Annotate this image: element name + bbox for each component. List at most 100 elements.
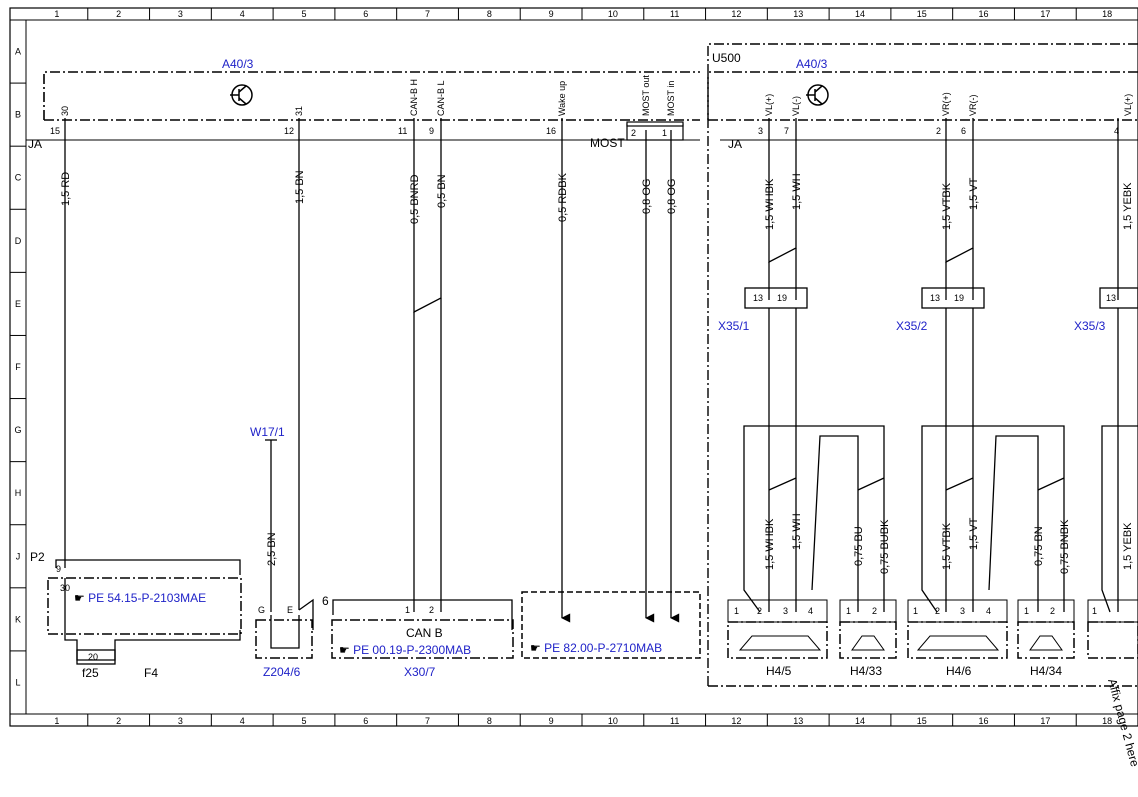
svg-text:2: 2 [1050, 606, 1055, 616]
grid-col-10: 10 [608, 716, 618, 726]
grid-column-labels: 1122334455667788991010111112121313141415… [54, 9, 1112, 726]
label-x30: X30/7 [404, 665, 436, 679]
grid-col-1: 1 [54, 716, 59, 726]
label-x35-2: X35/2 [896, 319, 928, 333]
grid-col-16: 16 [979, 716, 989, 726]
grid-row-G: G [14, 425, 21, 435]
label-most: MOST [590, 136, 625, 150]
grid-col-12: 12 [731, 9, 741, 19]
label-h4-34: H4/34 [1030, 664, 1062, 678]
ref-pe82[interactable]: ☛ PE 82.00-P-2710MAB [530, 641, 662, 655]
svg-text:1: 1 [662, 128, 667, 138]
label-f25: f25 [82, 666, 99, 680]
component-labels: A40/3 A40/3 U500 JA JA MOST W17/1 P2 f25… [28, 51, 1138, 769]
grid-row-A: A [15, 47, 21, 57]
grid-col-18: 18 [1102, 9, 1112, 19]
label-six: 6 [322, 594, 329, 608]
svg-text:1,5 BN: 1,5 BN [294, 170, 306, 204]
pin-names: 30 31 CAN-B H CAN-B L Wake up MOST out M… [60, 75, 1133, 116]
grid-col-16: 16 [979, 9, 989, 19]
grid-col-5: 5 [301, 9, 306, 19]
grid-col-1: 1 [54, 9, 59, 19]
label-can-b: CAN B [406, 626, 443, 640]
grid-col-7: 7 [425, 9, 430, 19]
svg-text:9: 9 [429, 126, 434, 136]
grid-col-15: 15 [917, 9, 927, 19]
svg-text:1,5 WHBK: 1,5 WHBK [764, 518, 776, 570]
svg-text:6: 6 [961, 126, 966, 136]
svg-text:1: 1 [1092, 606, 1097, 616]
drawing-frame [9, 7, 1138, 727]
grid-col-14: 14 [855, 9, 865, 19]
label-ja-right: JA [728, 137, 742, 151]
ref-pe00[interactable]: ☛ PE 00.19-P-2300MAB [339, 643, 471, 657]
svg-text:16: 16 [546, 126, 556, 136]
label-z204: Z204/6 [263, 665, 301, 679]
svg-text:1: 1 [734, 606, 739, 616]
grid-row-L: L [15, 677, 20, 687]
speaker-connectors [727, 599, 1138, 651]
grid-col-11: 11 [670, 9, 679, 19]
svg-text:9: 9 [56, 564, 61, 574]
svg-text:1,5 WH: 1,5 WH [791, 513, 803, 550]
svg-text:2: 2 [872, 606, 877, 616]
svg-text:1,5 VTBK: 1,5 VTBK [941, 522, 953, 570]
svg-text:2,5 BN: 2,5 BN [266, 532, 278, 566]
svg-text:3: 3 [758, 126, 763, 136]
svg-text:1: 1 [1024, 606, 1029, 616]
svg-text:4: 4 [808, 606, 813, 616]
ref-pe54[interactable]: ☛ PE 54.15-P-2103MAE [74, 591, 206, 605]
label-ja-left: JA [28, 137, 42, 151]
svg-text:2: 2 [631, 128, 636, 138]
svg-text:12: 12 [284, 126, 294, 136]
pin-numbers: 15 12 11 9 16 2 1 3 7 2 6 4 13 19 13 19 … [50, 126, 1119, 616]
label-p2: P2 [30, 550, 45, 564]
svg-text:0,75 BU: 0,75 BU [853, 526, 865, 566]
svg-text:0,75 BNBK: 0,75 BNBK [1059, 519, 1071, 574]
label-fuse20: 20 [88, 652, 98, 662]
label-w17: W17/1 [250, 425, 285, 439]
grid-row-B: B [15, 110, 21, 120]
svg-text:1: 1 [846, 606, 851, 616]
grid-col-17: 17 [1040, 716, 1050, 726]
most-connector [626, 121, 684, 141]
grid-row-C: C [15, 173, 22, 183]
transistor-icon [230, 84, 253, 106]
svg-text:4: 4 [986, 606, 991, 616]
svg-text:11: 11 [398, 126, 407, 136]
svg-text:Wake up: Wake up [557, 81, 567, 116]
label-f4: F4 [144, 666, 158, 680]
grid-row-H: H [15, 488, 22, 498]
grid-col-13: 13 [793, 716, 803, 726]
label-h4-33: H4/33 [850, 664, 882, 678]
grid-row-J: J [16, 551, 21, 561]
grid-col-4: 4 [240, 9, 245, 19]
svg-text:MOST in: MOST in [666, 81, 676, 116]
svg-text:0,75 BUBK: 0,75 BUBK [879, 519, 891, 574]
svg-text:1,5 VT: 1,5 VT [968, 517, 980, 550]
svg-text:1,5 VT: 1,5 VT [968, 177, 980, 210]
svg-text:13: 13 [930, 293, 940, 303]
grid-col-8: 8 [487, 716, 492, 726]
grid-col-12: 12 [731, 716, 741, 726]
module-a40-left [26, 71, 700, 141]
svg-text:0,5 BN: 0,5 BN [436, 174, 448, 208]
grid-col-9: 9 [549, 9, 554, 19]
svg-text:VL(-): VL(-) [791, 96, 801, 116]
grid-col-14: 14 [855, 716, 865, 726]
wires [55, 118, 1138, 665]
grid-row-F: F [15, 362, 21, 372]
reference-links: ☛ PE 54.15-P-2103MAE ☛ PE 00.19-P-2300MA… [74, 591, 662, 657]
svg-text:MOST out: MOST out [641, 75, 651, 116]
svg-text:7: 7 [784, 126, 789, 136]
grid-col-4: 4 [240, 716, 245, 726]
svg-text:0,8 OG: 0,8 OG [641, 179, 653, 214]
grid-col-3: 3 [178, 9, 183, 19]
svg-text:1,5 RD: 1,5 RD [60, 172, 72, 206]
grid-col-7: 7 [425, 716, 430, 726]
svg-text:VL(+): VL(+) [764, 94, 774, 116]
svg-text:0,75 BN: 0,75 BN [1033, 526, 1045, 566]
grid-col-18: 18 [1102, 716, 1112, 726]
